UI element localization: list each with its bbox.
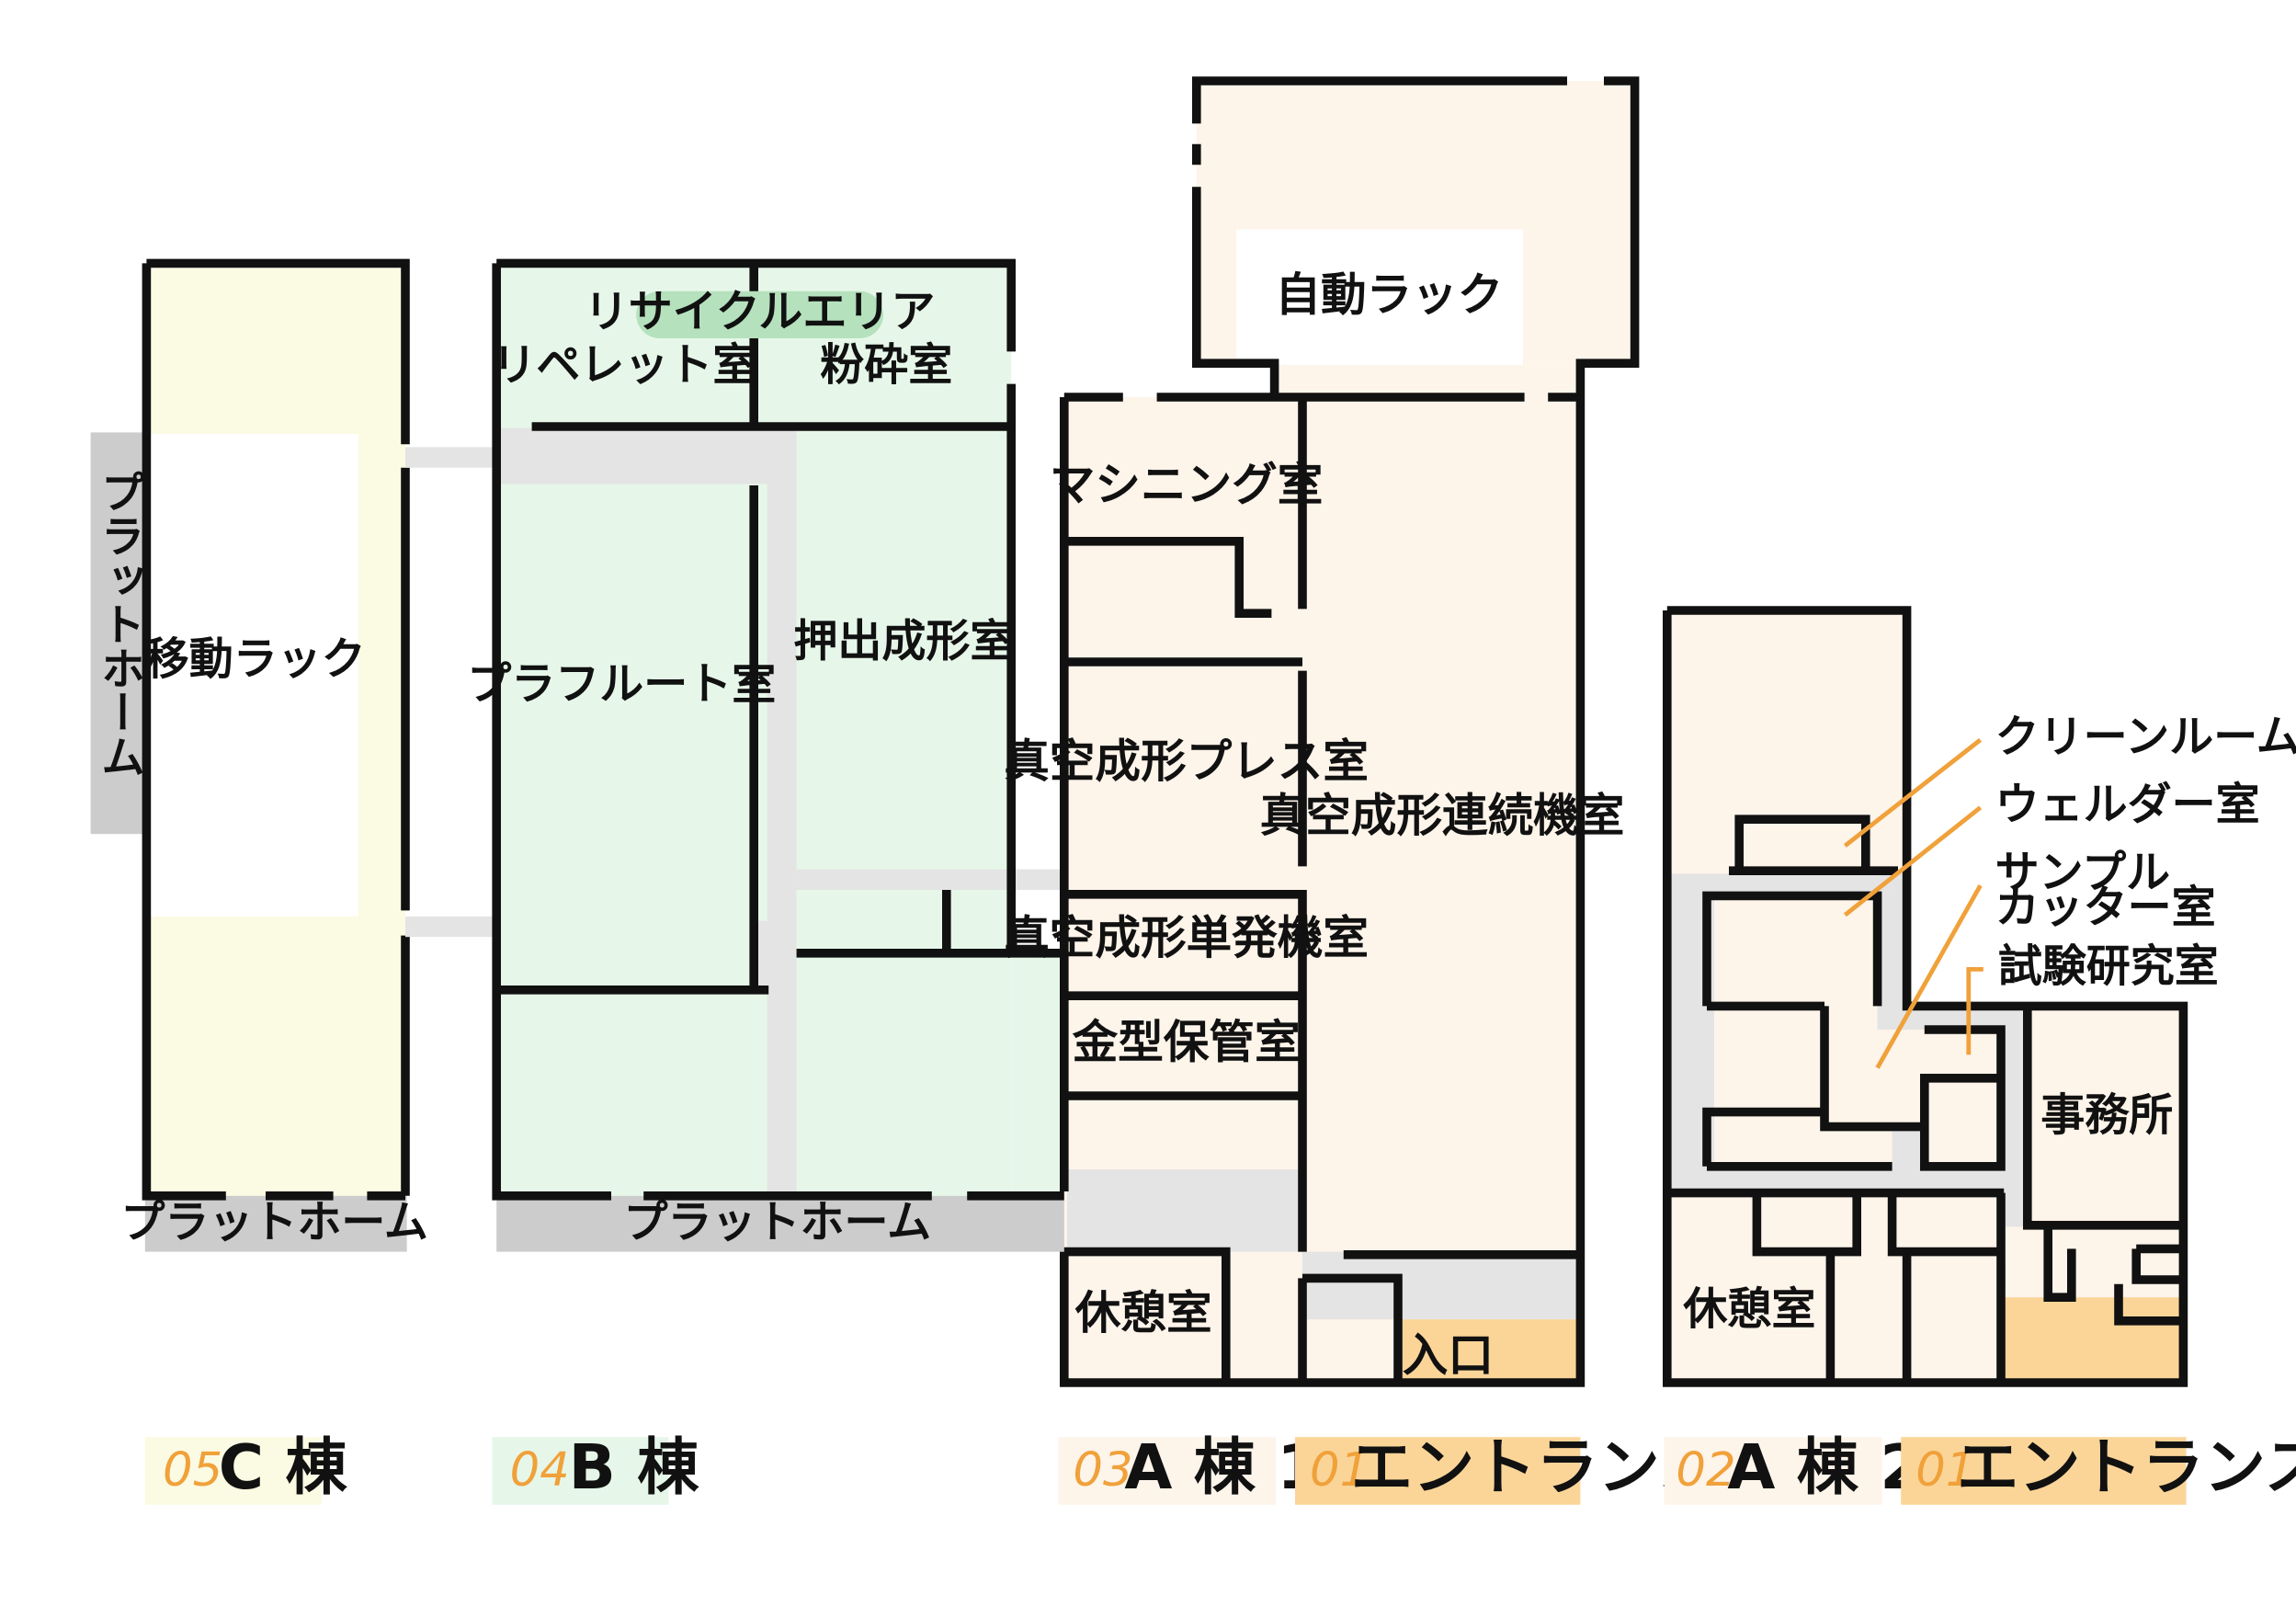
extrusion-room-label: 押出成形室 (793, 616, 1014, 667)
legend-label: エントランス (1351, 1431, 1721, 1503)
legend-number: 01 (1915, 1442, 1975, 1498)
test-lab-label: 試験研究室 (1998, 940, 2219, 992)
a-2f-corridor-top (1670, 873, 1905, 894)
legend-swatch (1664, 1437, 1882, 1505)
c-side-platform-label: プラットホーム (93, 469, 144, 778)
b-building: リサイクルエリア リペレット室 粉砕室 プラフルート室 押出成形室 プラットホー… (467, 258, 1306, 1252)
legend-swatch (1058, 1437, 1277, 1505)
b-bottom-platform (496, 1195, 1071, 1252)
a-2f-break-room-label: 休憩室 (1682, 1283, 1815, 1335)
b-building-walls (492, 258, 1067, 1201)
plaflute-room-label: プラフルート室 (467, 658, 776, 710)
mold-storage-label: 金型保管室 (1073, 1015, 1301, 1068)
recycle-area-label: リサイクルエリア (585, 286, 936, 337)
machining-room-label: マシニング室 (1050, 458, 1324, 511)
legend-swatch (1901, 1437, 2187, 1505)
legend-number: 03 (1073, 1442, 1132, 1498)
a-building-2f: クリーンルーム ウェルダー室 サンプル カッター室 試験研究室 事務所 休憩室 (1663, 606, 2296, 1387)
crusher-room-label: 粉砕室 (820, 339, 952, 391)
clean-room-label: クリーンルーム (1995, 712, 2296, 763)
welder-room-label: ウェルダー室 (1995, 779, 2260, 830)
auto-rack-zone (1236, 229, 1523, 365)
legend-swatch (492, 1437, 669, 1505)
legend-swatch (144, 1437, 322, 1505)
legend-number: 04 (510, 1442, 570, 1498)
sample-cutter-label-line2: カッター室 (1995, 882, 2216, 933)
c-bottom-platform (144, 1195, 407, 1252)
vacuum-press-room-label: 真空成形プレス室 (1004, 735, 1369, 788)
c-b-connector-bottom (405, 916, 497, 938)
office-label: 事務所 (2040, 1089, 2173, 1141)
a-2f-walls (1663, 606, 2188, 1387)
repellet-room-label: リペレット室 (492, 339, 756, 391)
a-2f-corridor-link (1892, 1126, 1925, 1191)
c-building-walls (142, 258, 410, 1201)
legend-label: B 棟 (569, 1431, 700, 1503)
a-1f-break-room-label: 休憩室 (1074, 1286, 1212, 1339)
legend-swatch (1295, 1437, 1581, 1505)
a-building-1f: 自動ラック マシニング室 真空成形プレス室 真空成形単発機室 金型保管室 真空成… (1004, 76, 1640, 1387)
legend-item-entrance-1f: 01 エントランス (1295, 1431, 1721, 1505)
b-corridor-top (496, 427, 797, 484)
legend-item-b-building: 04 B 棟 (492, 1431, 699, 1505)
b-corridor-vertical (767, 427, 797, 1196)
vacuum-single-room-label: 真空成形単発機室 (1004, 911, 1369, 964)
test-lab-callout-line (1966, 967, 1983, 1055)
vacuum-continuous-room-label: 真空成形連続機室 (1260, 789, 1625, 842)
c-bottom-platform-label: プラットホーム (120, 1197, 428, 1248)
a-1f-corridor-entrance (1302, 1251, 1581, 1320)
c-side-platform (90, 432, 147, 835)
recycle-area-pill (636, 291, 883, 338)
a-2f-entrance (2001, 1297, 2184, 1383)
sample-cutter-label-line1: サンプル (1995, 847, 2171, 898)
a-1f-entrance (1402, 1319, 1581, 1383)
welder-room-callout-line (1843, 805, 1983, 917)
b-corridor-join (754, 920, 797, 986)
legend-label: C 棟 (219, 1431, 348, 1503)
legend-label: エントランス (1957, 1431, 2296, 1503)
b-bottom-platform-label: プラットホーム (624, 1197, 932, 1248)
legend-number: 05 (163, 1442, 222, 1498)
legend-item-c-building: 05 C 棟 (144, 1431, 348, 1505)
a-1f-walls (1060, 76, 1640, 1387)
moving-rack-label: 移動ラック (145, 633, 366, 685)
a-1f-entrance-label: 入口 (1403, 1328, 1494, 1382)
c-building: 移動ラック プラットホーム プラットホーム (90, 258, 428, 1252)
legend-item-entrance-2f: 01 エントランス (1901, 1431, 2296, 1505)
moving-rack-zone (146, 434, 358, 917)
auto-rack-label: 自動ラック (1275, 268, 1503, 322)
c-b-connector-top (405, 447, 497, 468)
clean-room-callout-line (1843, 737, 1983, 848)
a-1f-corridor-left (1067, 1169, 1302, 1252)
legend-number: 02 (1676, 1442, 1735, 1498)
b-building-floor-annex (1011, 952, 1067, 1196)
sample-cutter-callout-line (1875, 884, 1983, 1069)
legend-number: 01 (1310, 1442, 1370, 1498)
legend: 05 C 棟 04 B 棟 03 A 棟 1F 01 エントランス 02 A 棟… (144, 1431, 2296, 1505)
